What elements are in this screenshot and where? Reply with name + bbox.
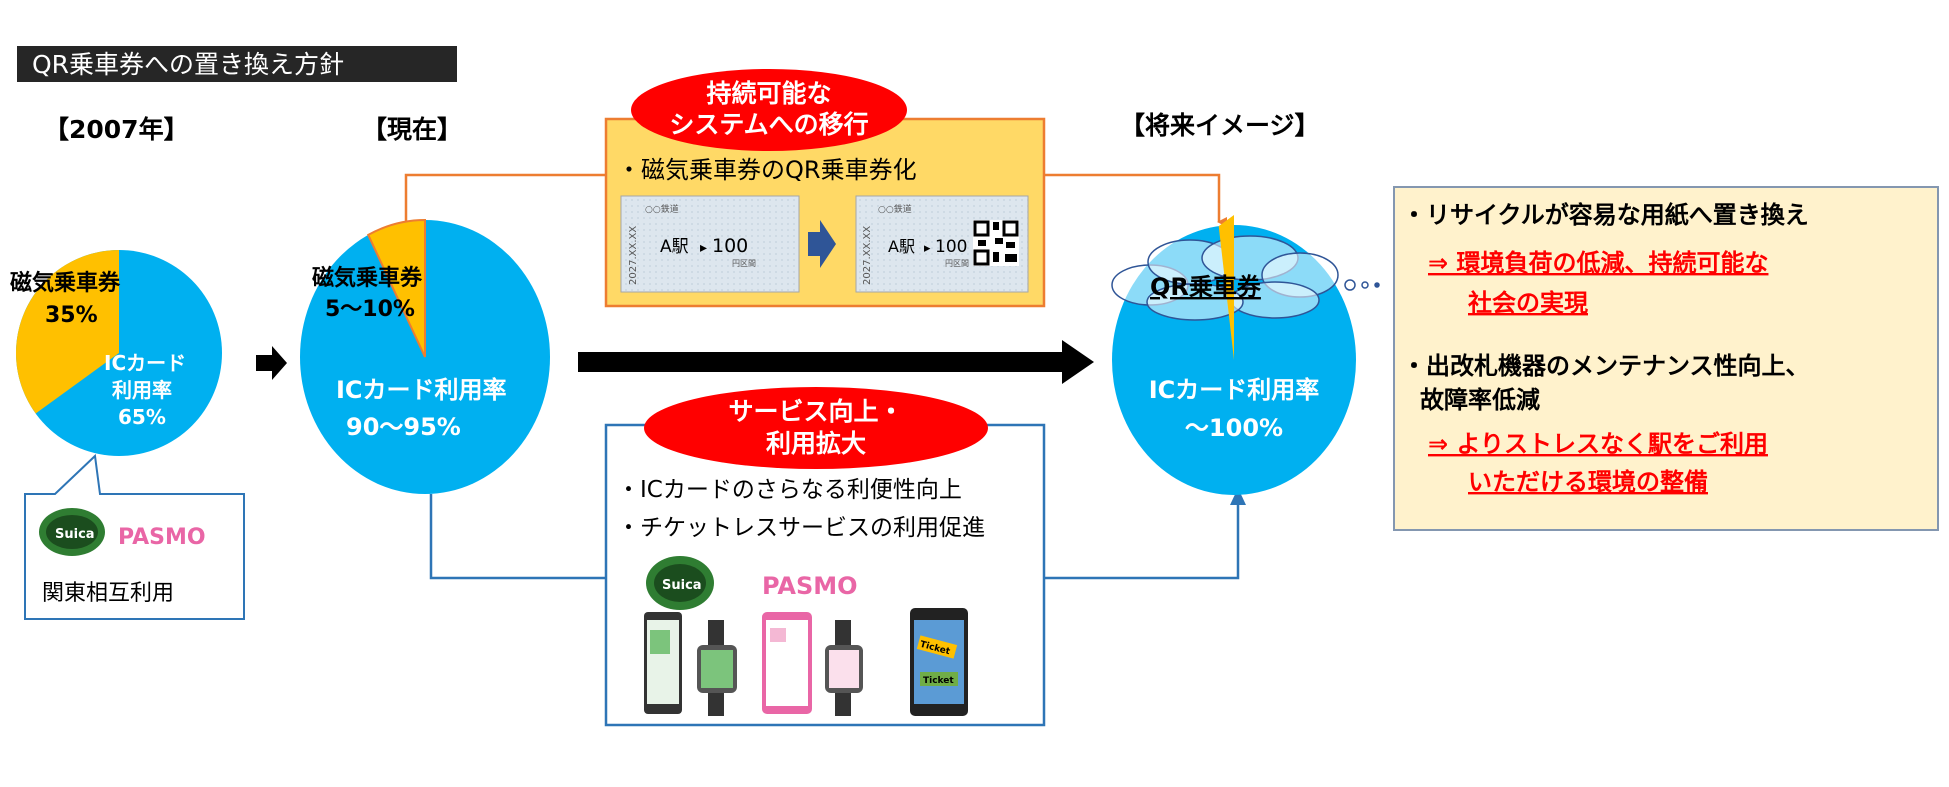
ticket-fare: 100 <box>712 235 748 257</box>
ticket-word: Ticket <box>923 676 954 686</box>
magnetic-ticket: ○○鉄道 2027.XX.XX A駅 ▸ 100 円区間 <box>620 195 800 293</box>
pie-present-magnetic-slice <box>366 218 426 358</box>
service-box: ・ICカードのさらなる利便性向上 ・チケットレスサービスの利用促進 Suica … <box>604 423 1046 727</box>
sustainable-bullet: ・磁気乗車券のQR乗車券化 <box>617 156 917 184</box>
qr-ticket: ○○鉄道 2027.XX.XX A駅 ▸ 100 円区間 <box>855 195 1029 293</box>
benefit-1-result-2: 社会の実現 <box>1468 289 1588 317</box>
stage-future-label: 【将来イメージ】 <box>1120 111 1320 140</box>
stage-past-label: 【2007年】 <box>44 115 189 144</box>
page-title: QR乗車券への置き換え方針 <box>32 50 344 79</box>
pie-future-qr-slice <box>1218 215 1234 360</box>
ticket-zone: 円区間 <box>945 259 969 268</box>
callout-kanto: Suica PASMO 関東相互利用 <box>24 453 245 620</box>
suica-logo: Suica <box>646 556 714 610</box>
pie-2007-magnetic-label: 磁気乗車券 <box>10 270 121 296</box>
pie-present-magnetic-value: 5～10% <box>325 297 415 322</box>
pie-2007-ic-label-2: 利用率 <box>112 378 172 402</box>
service-badge-line1: サービス向上・ <box>728 397 903 426</box>
sustainable-badge-line2: システムへの移行 <box>669 110 868 139</box>
pie-future-ic-label: ICカード利用率 <box>1149 376 1320 404</box>
blue-arrowhead <box>1230 488 1246 505</box>
service-bullet-1: ・ICカードのさらなる利便性向上 <box>617 477 962 503</box>
sustainable-badge: 持続可能な システムへの移行 <box>631 69 907 151</box>
pie-future: QR乗車券 ICカード利用率 ～100% <box>1111 215 1356 495</box>
svg-text:▸: ▸ <box>700 240 707 256</box>
ticket-issuer: ○○鉄道 <box>645 203 679 215</box>
sustainable-badge-line1: 持続可能な <box>706 79 831 108</box>
smartphone-pasmo-icon <box>762 612 812 714</box>
benefits-box: ・リサイクルが容易な用紙へ置き換え ⇒ 環境負荷の低減、持続可能な 社会の実現 … <box>1393 186 1939 531</box>
ticket-fare: 100 <box>935 237 967 257</box>
arrow-right-icon <box>256 346 287 380</box>
big-arrow-right-icon <box>578 340 1094 384</box>
blue-connector-out <box>1044 500 1240 580</box>
stage-present-label: 【現在】 <box>362 115 462 144</box>
pie-2007: 磁気乗車券 35% ICカード 利用率 65% <box>10 250 222 456</box>
service-bullet-2: ・チケットレスサービスの利用促進 <box>617 515 985 541</box>
pie-2007-ic-value: 65% <box>118 405 166 429</box>
smartwatch-icon <box>825 620 863 716</box>
benefit-2-result-1: ⇒ よりストレスなく駅をご利用 <box>1428 430 1768 458</box>
pie-2007-magnetic-value: 35% <box>45 303 98 328</box>
sustainable-box: ・磁気乗車券のQR乗車券化 ○○鉄道 2027.XX.XX A駅 ▸ 100 円… <box>604 117 1046 308</box>
pie-2007-ic-label-1: ICカード <box>104 351 186 375</box>
pie-present: 磁気乗車券 5～10% ICカード利用率 90～95% <box>300 218 550 494</box>
orange-connector-out <box>1044 173 1227 227</box>
pie-2007-magnetic-slice <box>15 250 120 414</box>
benefit-2-line-2: 故障率低減 <box>1420 386 1540 414</box>
title-banner: QR乗車券への置き換え方針 <box>17 46 457 82</box>
svg-text:▸: ▸ <box>924 241 931 256</box>
thought-dots <box>1344 279 1380 291</box>
suica-logo: Suica <box>39 508 105 556</box>
benefit-1: ・リサイクルが容易な用紙へ置き換え <box>1402 201 1809 229</box>
qr-code-icon <box>973 220 1019 266</box>
ticket-date: 2027.XX.XX <box>862 226 873 285</box>
smartphone-suica-icon <box>644 612 682 714</box>
ticket-station: A駅 <box>888 237 915 256</box>
pie-present-ic-value: 90～95% <box>346 413 461 441</box>
ticket-station: A駅 <box>660 237 689 257</box>
ticket-zone: 円区間 <box>732 259 756 268</box>
arrow-right-icon <box>808 220 836 268</box>
pasmo-logo: PASMO <box>762 572 858 600</box>
service-badge-line2: 利用拡大 <box>766 429 866 458</box>
blue-connector-in <box>429 494 606 580</box>
benefit-1-result-1: ⇒ 環境負荷の低減、持続可能な <box>1428 249 1768 277</box>
smartwatch-icon <box>697 620 737 716</box>
pie-future-qr-label: QR乗車券 <box>1150 273 1262 301</box>
ticket-issuer: ○○鉄道 <box>878 203 912 215</box>
pie-future-ic-value: ～100% <box>1185 414 1283 442</box>
service-badge: サービス向上・ 利用拡大 <box>644 387 988 469</box>
ticket-date: 2027.XX.XX <box>628 226 639 285</box>
smartphone-ticket-icon: Ticket Ticket <box>910 608 968 716</box>
pie-present-ic-label: ICカード利用率 <box>336 376 507 404</box>
suica-logo-text: Suica <box>662 578 702 593</box>
benefit-2-line-1: ・出改札機器のメンテナンス性向上、 <box>1402 352 1810 380</box>
pasmo-logo: PASMO <box>118 525 206 550</box>
pie-present-magnetic-label: 磁気乗車券 <box>312 265 423 291</box>
benefit-2-result-2: いただける環境の整備 <box>1468 468 1708 496</box>
svg-text:Suica: Suica <box>55 527 95 542</box>
callout-text: 関東相互利用 <box>42 581 174 606</box>
